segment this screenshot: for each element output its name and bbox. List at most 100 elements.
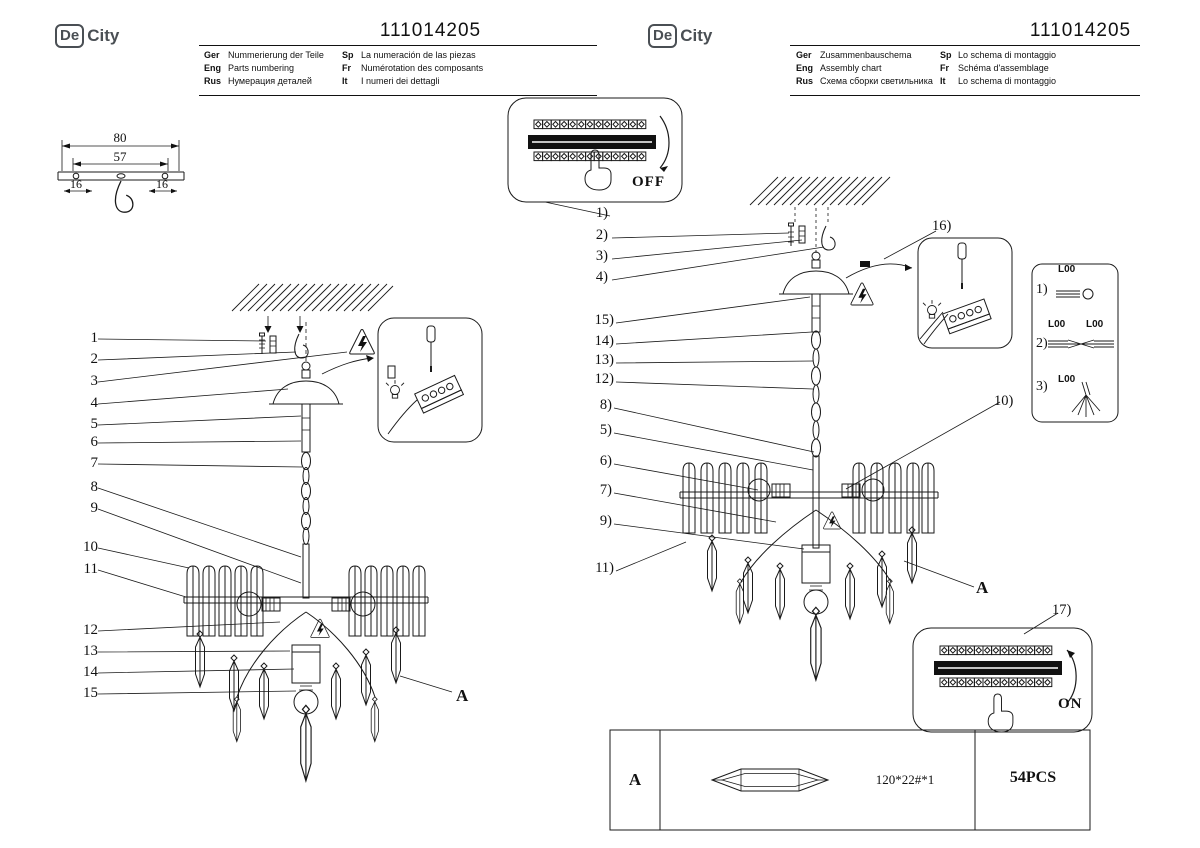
step-3-number: 3) (1036, 379, 1048, 394)
lang-code: It (342, 76, 348, 86)
right-chandelier-diagram (679, 251, 939, 681)
table-size: 120*22#*1 (875, 772, 935, 787)
callout-r12: 12) (594, 371, 614, 387)
right-leader-lines (544, 201, 1059, 635)
callout-r11: 11) (595, 560, 614, 576)
on-label: ON (1058, 696, 1083, 712)
callout-r17: 17) (1052, 602, 1072, 618)
step-3-wire-label: L00 (1058, 374, 1076, 385)
step-1-number: 1) (1036, 282, 1048, 297)
left-ceiling-hatch (231, 283, 394, 312)
lang-text: Nummerierung der Teile (228, 50, 324, 60)
lang-code: Eng (204, 63, 221, 73)
callout-r8: 8) (599, 397, 612, 413)
step-2-wire-label-b: L00 (1086, 319, 1104, 330)
callout-1: 1 (90, 330, 99, 346)
step-2-wire-label-a: L00 (1048, 319, 1066, 330)
header-rule (199, 95, 597, 96)
off-label: OFF (632, 174, 665, 190)
detail-label-left: A (456, 686, 469, 705)
right-wiring-inset (917, 237, 1013, 349)
dim-left: 16 (70, 177, 82, 191)
lang-code: Fr (940, 63, 949, 73)
callout-r4: 4) (595, 269, 608, 285)
table-qty: 54PCS (1009, 769, 1057, 786)
callout-9: 9 (90, 500, 99, 516)
callout-r2: 2) (595, 227, 608, 243)
dim-inner: 57 (113, 149, 127, 164)
lang-text: Numérotation des composants (361, 63, 484, 73)
callout-10: 10 (83, 539, 98, 555)
callout-r7: 7) (599, 482, 612, 498)
detail-label-right: A (976, 578, 989, 597)
right-ceiling-hatch (749, 176, 891, 206)
callout-r1: 1) (595, 205, 608, 221)
lang-code: Sp (342, 50, 354, 60)
lang-code: Rus (796, 76, 814, 86)
callout-r9: 9) (599, 513, 612, 529)
left-wiring-inset (321, 317, 483, 443)
callout-7: 7 (90, 455, 99, 471)
brand-logo-right: De City (648, 24, 712, 48)
callout-r6: 6) (599, 453, 612, 469)
callout-r14: 14) (594, 333, 614, 349)
callout-r16: 16) (932, 218, 952, 234)
callout-14: 14 (83, 664, 98, 680)
lang-text: Zusammenbauschema (820, 50, 912, 60)
lang-code: Ger (796, 50, 812, 60)
header-rule (790, 95, 1140, 96)
brand-logo-left: De City (55, 24, 119, 48)
left-fixing-parts (259, 316, 309, 362)
model-number-left: 111014205 (379, 20, 482, 41)
wire-steps-box (1031, 263, 1119, 423)
lang-text: Схема сборки светильника (820, 76, 933, 86)
left-warning-triangle (349, 329, 375, 355)
callout-r13: 13) (594, 352, 614, 368)
mounting-bracket-drawing (57, 140, 185, 213)
lang-text: La numeración de las piezas (361, 50, 476, 60)
brand-logo-de: De (55, 24, 85, 48)
callout-8: 8 (90, 479, 99, 495)
right-bottom-inset (912, 627, 1093, 733)
dim-outer: 80 (113, 130, 127, 145)
header-rule (199, 45, 597, 46)
table-item: A (628, 770, 642, 789)
callout-r10: 10) (994, 393, 1014, 409)
callout-5: 5 (90, 416, 99, 432)
lang-code: Sp (940, 50, 952, 60)
callout-11: 11 (83, 561, 98, 577)
callout-r3: 3) (595, 248, 608, 264)
lang-text: Schéma d'assemblage (958, 63, 1049, 73)
callout-r5: 5) (599, 422, 612, 438)
left-chandelier-diagram (183, 361, 429, 782)
callout-4: 4 (90, 395, 99, 411)
dim-right: 16 (156, 177, 168, 191)
lang-code: Eng (796, 63, 813, 73)
callout-12: 12 (83, 622, 98, 638)
lang-code: Rus (204, 76, 222, 86)
brand-logo-city: City (87, 26, 120, 45)
callout-6: 6 (90, 434, 99, 450)
lang-code: It (940, 76, 946, 86)
lang-code: Ger (204, 50, 220, 60)
lang-text: I numeri dei dettagli (361, 76, 440, 86)
lang-text: Lo schema di montaggio (958, 50, 1057, 60)
lang-code: Fr (342, 63, 351, 73)
lang-text: Lo schema di montaggio (958, 76, 1057, 86)
model-number-right: 111014205 (1029, 20, 1132, 41)
brand-logo-city: City (680, 26, 713, 45)
callout-15: 15 (83, 685, 98, 701)
callout-r15: 15) (594, 312, 614, 328)
callout-13: 13 (83, 643, 98, 659)
callout-2: 2 (90, 351, 99, 367)
brand-logo-de: De (648, 24, 678, 48)
header-rule (790, 45, 1140, 46)
step-2-number: 2) (1036, 336, 1048, 351)
left-leader-lines (97, 338, 453, 695)
right-top-inset (507, 97, 683, 203)
parts-table-drawing (609, 729, 1091, 831)
lang-text: Parts numbering (228, 63, 295, 73)
callout-3: 3 (90, 373, 99, 389)
